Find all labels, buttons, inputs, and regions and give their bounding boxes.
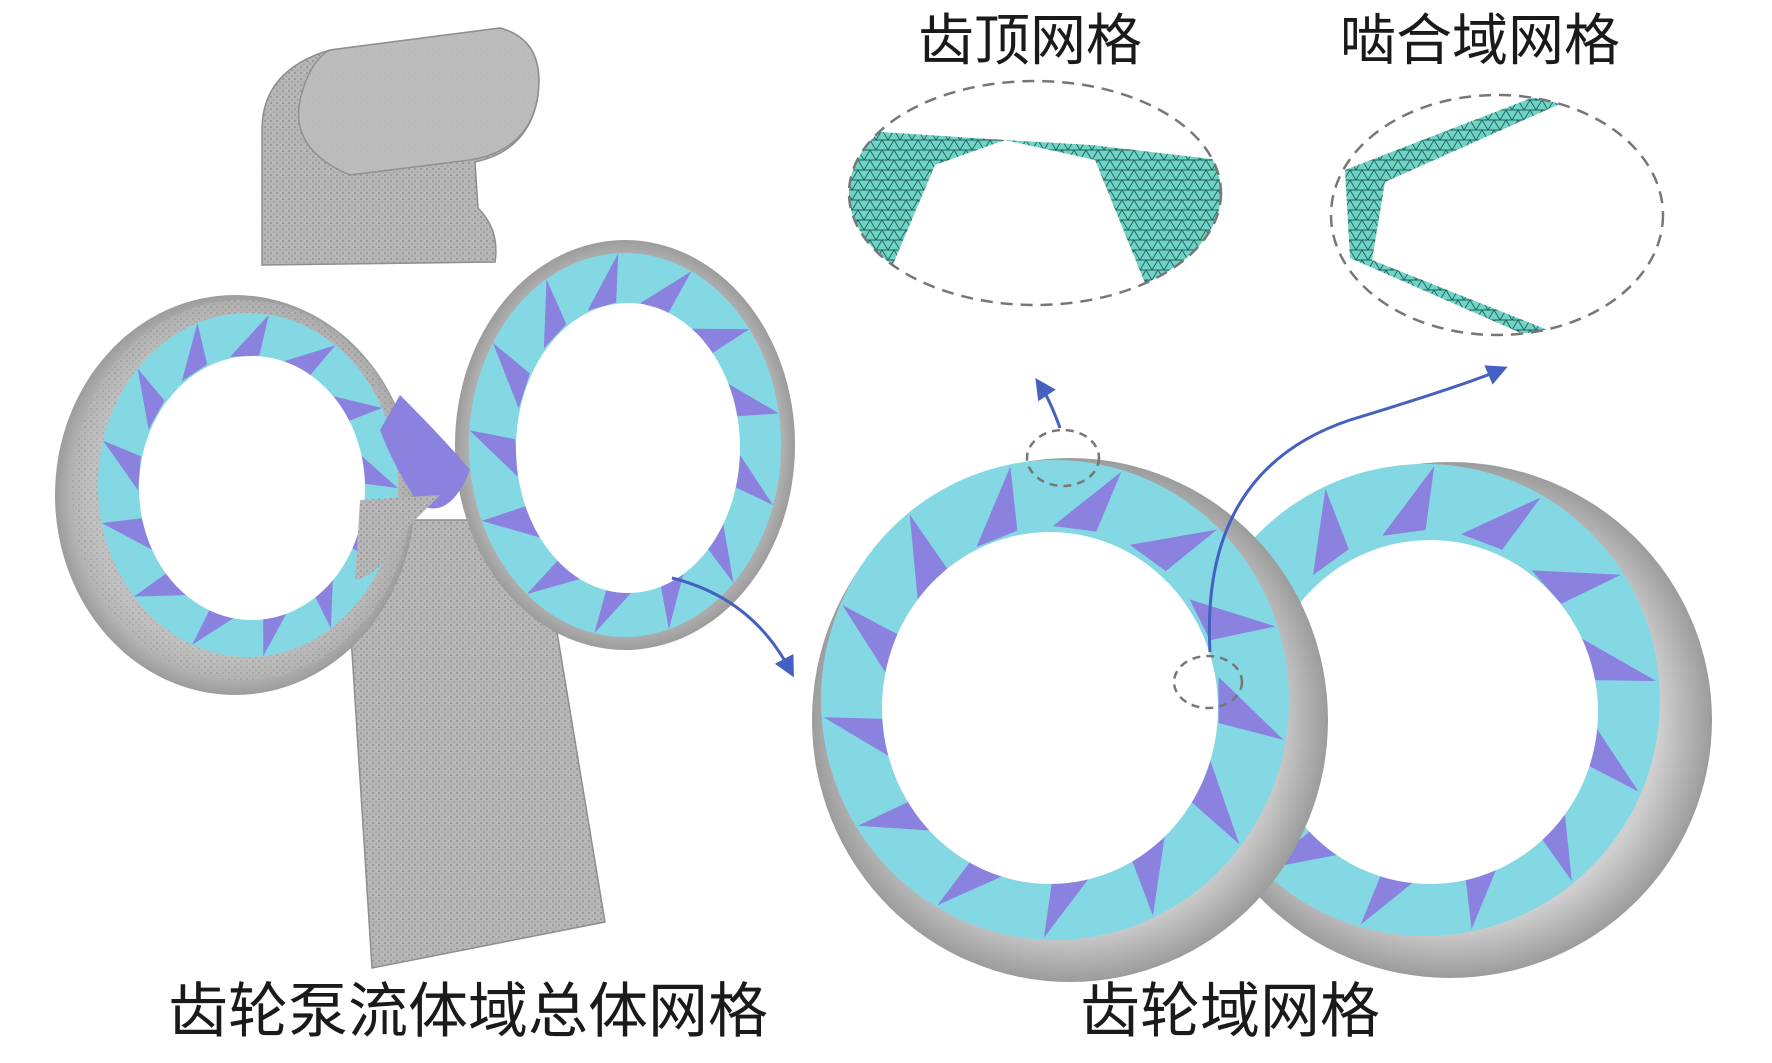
tooth-tip-mesh-label: 齿顶网格 (918, 9, 1142, 74)
zoom-arrow-main (671, 576, 794, 678)
gear-tooth (1531, 570, 1621, 604)
gear-tooth (976, 466, 1018, 547)
meshing-zone-marker (1172, 654, 1244, 710)
gear-tooth (823, 717, 902, 764)
gear-tooth (1578, 636, 1657, 681)
gear-tooth (594, 586, 637, 634)
meshing-zone-callout (1329, 93, 1665, 337)
gear-tooth (587, 253, 619, 311)
gear-tooth (640, 271, 692, 314)
gear-tooth (1052, 471, 1122, 532)
gear-tooth (181, 323, 208, 382)
meshing-zone-mesh-label: 啮合域网格 (1340, 9, 1620, 74)
gear-tooth (469, 430, 518, 477)
gear-tooth (1382, 466, 1435, 536)
gear-tooth (1313, 488, 1349, 576)
gear-tooth (1461, 497, 1541, 550)
gear-tooth (1129, 529, 1217, 572)
gear-ring-left (812, 458, 1328, 982)
gear-tooth (909, 514, 947, 603)
gear-tooth (723, 380, 779, 417)
gear-domain-illustration (812, 458, 1712, 982)
gear-domain-mesh-label: 齿轮域网格 (1080, 977, 1380, 1047)
tip-callout-arrow (1035, 378, 1062, 429)
gear-tooth (543, 279, 567, 349)
gear-tooth (481, 506, 542, 538)
gear-tooth (103, 440, 141, 491)
gear-tooth (137, 368, 165, 430)
gear-tooth (1218, 676, 1284, 740)
left-gear-ring-right (455, 240, 795, 650)
gear-tooth (492, 342, 530, 409)
left-gear-ring-left (55, 295, 415, 695)
overall-fluid-domain-mesh-label: 齿轮泵流体域总体网格 (168, 977, 768, 1047)
gear-tooth (842, 605, 902, 682)
tooth-tip-marker (1025, 428, 1101, 488)
gear-tooth (689, 328, 750, 355)
mesh-callout-arrow (1207, 365, 1508, 653)
gear-tooth (730, 447, 774, 506)
gear-tooth (133, 572, 190, 597)
gear-tooth (230, 314, 269, 357)
gear-tooth (704, 513, 734, 583)
gear-tooth (101, 518, 153, 551)
overall-mesh-illustration (55, 27, 795, 969)
tooth-tip-callout (847, 79, 1223, 307)
gear-tooth (353, 448, 398, 489)
gear-tooth (1043, 868, 1097, 938)
